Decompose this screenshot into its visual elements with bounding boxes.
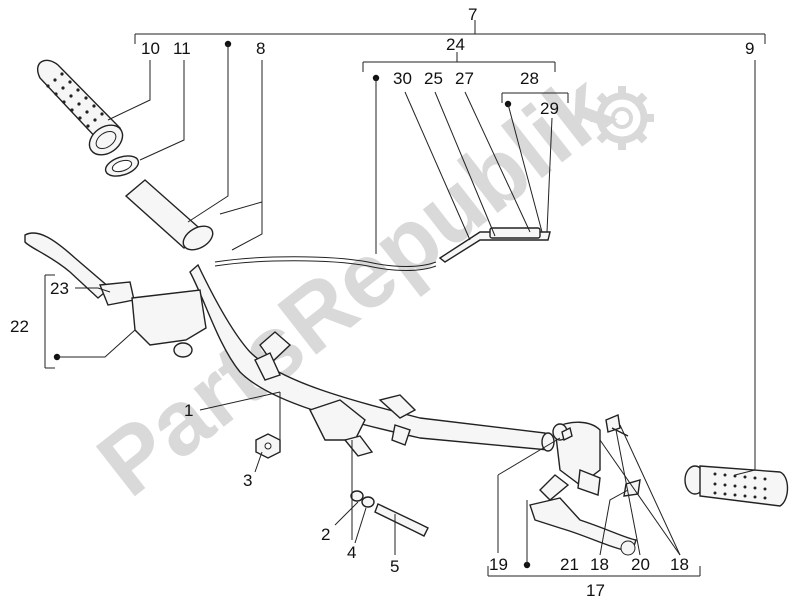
label-3: 3 [243, 471, 252, 490]
label-27: 27 [455, 69, 474, 88]
label-28: 28 [520, 69, 539, 88]
label-17: 17 [586, 581, 605, 600]
label-20: 20 [631, 555, 650, 574]
label-18-b: 18 [670, 555, 689, 574]
spring-washer [361, 496, 375, 508]
label-8: 8 [256, 39, 265, 58]
label-25: 25 [424, 69, 443, 88]
left-brake-assembly [24, 232, 207, 358]
label-2: 2 [321, 525, 330, 544]
label-5: 5 [390, 557, 399, 576]
spring [611, 427, 629, 437]
leader-lines [44, 20, 766, 577]
label-19: 19 [489, 555, 508, 574]
label-7: 7 [468, 5, 477, 24]
label-24: 24 [446, 35, 465, 54]
label-11: 11 [173, 39, 191, 58]
throttle-cable [214, 256, 437, 267]
label-23: 23 [50, 279, 69, 298]
label-22: 22 [10, 317, 29, 336]
label-18-a: 18 [590, 555, 609, 574]
label-29: 29 [540, 99, 559, 118]
washer [350, 490, 364, 502]
label-10: 10 [141, 39, 160, 58]
label-4: 4 [347, 543, 356, 562]
label-1: 1 [184, 401, 193, 420]
cable-adjuster [438, 231, 551, 263]
handlebar [189, 263, 555, 457]
label-9: 9 [745, 39, 754, 58]
small-screw [561, 426, 573, 442]
gear-icon [590, 86, 654, 150]
label-21: 21 [560, 555, 579, 574]
bolt [374, 503, 429, 537]
right-grip [684, 465, 789, 507]
left-grip [37, 59, 124, 156]
label-30: 30 [393, 69, 412, 88]
adjust-screw [605, 414, 621, 433]
callout-labels: 7 10 11 8 24 9 30 25 27 28 29 23 22 1 3 … [10, 5, 754, 600]
